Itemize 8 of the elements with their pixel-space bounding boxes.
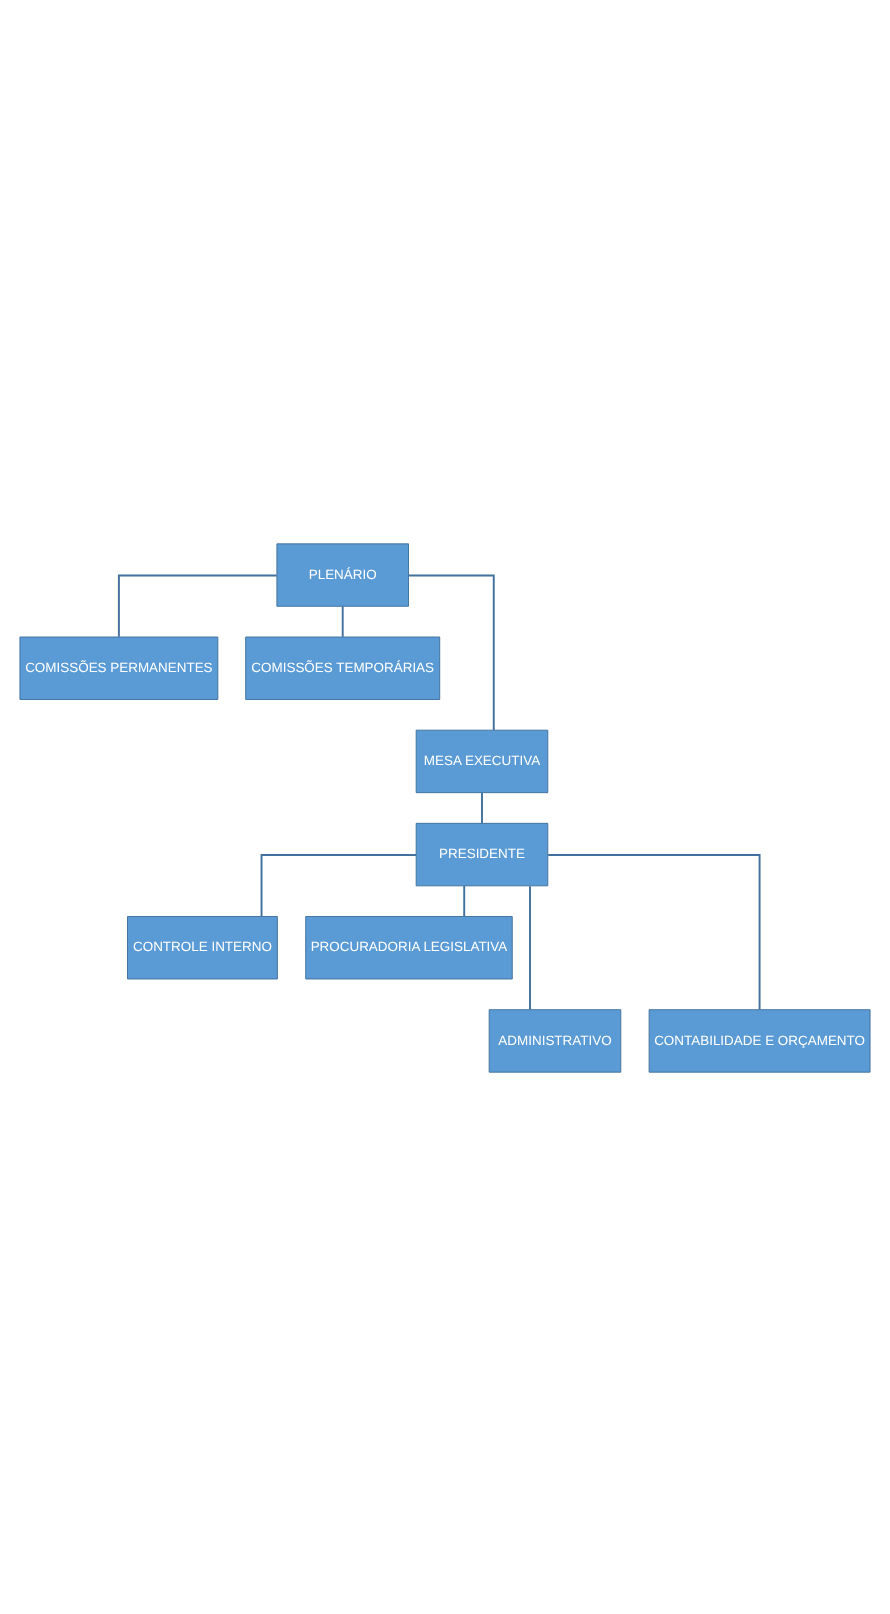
connector <box>481 790 483 824</box>
connector <box>117 573 278 637</box>
connector <box>547 853 761 1010</box>
connector <box>341 604 344 637</box>
connector <box>407 573 495 730</box>
connector <box>529 884 531 1010</box>
connector <box>463 883 466 917</box>
connector <box>260 853 418 917</box>
